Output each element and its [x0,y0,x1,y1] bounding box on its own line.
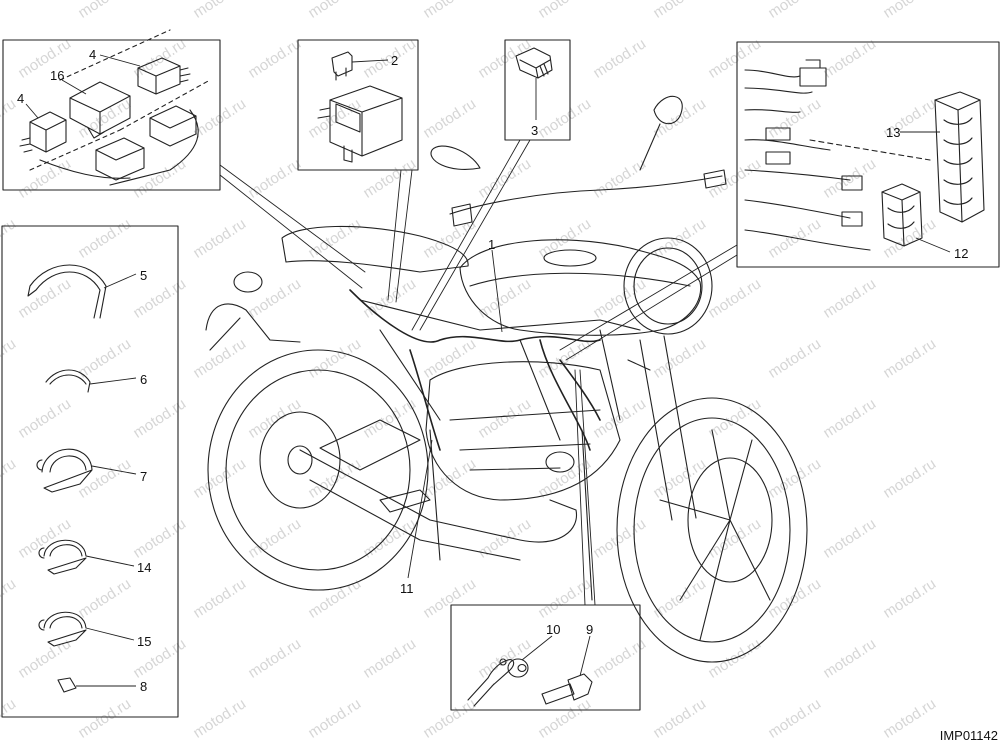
exhaust [299,449,578,561]
grommet-13 [934,91,985,223]
callout-3: 3 [531,123,539,138]
fuse-group [317,51,403,163]
callout-15: 15 [137,634,152,649]
fuse-2 [331,51,353,81]
callout-14: 14 [137,560,152,575]
callout-13: 13 [886,125,901,140]
handlebar [449,175,723,215]
callout-12: 12 [954,246,969,261]
inset-fuse-box [297,39,419,171]
inset-clips-box [1,225,179,718]
callout-16: 16 [50,68,65,83]
inset-ground-box [450,604,641,711]
mirror-left [430,145,481,170]
connector-group [515,47,553,79]
ground-cable [467,659,515,707]
callout-2: 2 [391,53,399,68]
drawing-code: IMP01142 [939,728,998,743]
tail-light [233,271,263,293]
tie-6 [45,369,91,393]
motorcycle [205,95,808,663]
clip-8 [57,677,77,693]
control-module-16 [69,81,131,135]
callout-6: 6 [140,372,148,387]
inset-grommets-box [736,41,1000,268]
fuel-tank [459,239,702,336]
rear-wheel [207,349,429,591]
inset-connector-box [504,39,571,141]
relay-group [19,29,211,186]
clip-14 [38,539,87,575]
callout-5: 5 [140,268,148,283]
clip-group [27,264,107,693]
callout-8: 8 [140,679,148,694]
tie-5 [27,264,107,319]
clip-15 [38,611,87,647]
callout-4-left: 4 [17,91,25,106]
clip-7 [36,448,93,493]
wiring-harness [349,289,601,451]
callout-10: 10 [546,622,561,637]
ground-group [467,658,593,707]
grommet-12 [881,183,923,247]
front-wheel [616,397,808,663]
fuse-box [329,85,403,157]
callout-1: 1 [488,237,496,252]
connector-3 [515,47,553,79]
engine [425,361,621,501]
inset-relays-box [2,39,221,191]
mirror-right [639,95,683,171]
callout-9: 9 [586,622,594,637]
callout-7: 7 [140,469,148,484]
leader-lines [219,139,738,606]
seat [281,225,469,273]
bolt-9 [541,673,593,705]
headlight [623,237,713,335]
callout-4-top: 4 [89,47,97,62]
callout-11: 11 [400,581,414,596]
washer-10 [507,658,529,678]
grommet-group [744,59,985,251]
relay-4-top [137,57,181,95]
frame [359,299,641,441]
